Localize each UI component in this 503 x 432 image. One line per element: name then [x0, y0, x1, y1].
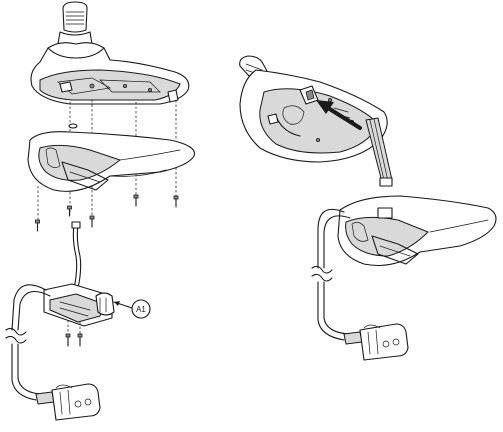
- end-connector-right: [343, 323, 409, 361]
- end-connector-left: [35, 383, 101, 421]
- callout-label: A1: [136, 305, 146, 314]
- controller-lower-housing: [27, 131, 196, 192]
- cable-plug: [71, 221, 81, 229]
- screw: [35, 219, 40, 232]
- left-exploded-view: A1: [5, 1, 196, 421]
- main-cable-right: [311, 208, 351, 341]
- cable-plug-right: [379, 177, 393, 187]
- right-assembled-view: [239, 55, 497, 361]
- insertion-arrow: [316, 100, 362, 130]
- screw: [77, 333, 83, 347]
- internal-cable: [72, 223, 78, 289]
- ribbon-cable: [365, 117, 393, 187]
- screw: [89, 215, 95, 228]
- arrow-head-icon: [316, 100, 334, 114]
- lower-housing-right: [337, 195, 497, 267]
- upper-housing-open: [239, 69, 388, 163]
- screws-lower-row: [65, 320, 83, 347]
- connector-bracket: [43, 283, 115, 327]
- callout-a1: A1: [113, 299, 151, 319]
- small-cap: [68, 123, 78, 129]
- main-cable: [5, 284, 51, 401]
- screws-upper-row: [35, 194, 179, 232]
- controller-upper-housing: [30, 42, 190, 105]
- joystick-knob: [57, 1, 93, 49]
- screw: [67, 205, 72, 217]
- screw: [173, 195, 179, 208]
- connector-port: [377, 207, 393, 219]
- screw: [133, 194, 139, 207]
- screw: [65, 333, 71, 347]
